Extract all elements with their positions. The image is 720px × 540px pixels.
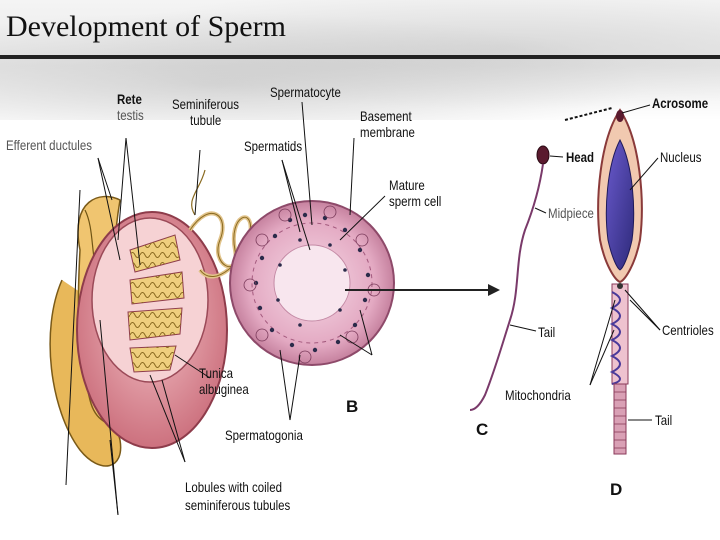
label-basement-membrane-1: Basement xyxy=(360,109,412,124)
figure-letter-c: C xyxy=(476,422,488,437)
label-midpiece: Midpiece xyxy=(548,206,594,221)
label-spermatocyte: Spermatocyte xyxy=(270,85,341,100)
tubule-cross-section xyxy=(230,201,394,365)
label-rete-testis-1: Rete xyxy=(117,92,142,107)
figure-letter-d: D xyxy=(610,482,622,497)
label-mitochondria: Mitochondria xyxy=(505,388,571,403)
label-nucleus: Nucleus xyxy=(660,150,701,165)
label-spermatids: Spermatids xyxy=(244,139,302,154)
leader-lines-c xyxy=(510,156,563,331)
label-tunica-albuginea-2: albuginea xyxy=(199,382,249,397)
label-mature-sperm-1: Mature xyxy=(389,178,425,193)
label-tunica-albuginea-1: Tunica xyxy=(199,366,233,381)
label-basement-membrane-2: membrane xyxy=(360,125,415,140)
label-efferent-ductules: Efferent ductules xyxy=(6,138,92,153)
label-centrioles: Centrioles xyxy=(662,323,714,338)
enlarged-sperm-diagram xyxy=(598,110,642,454)
figure-letter-b: B xyxy=(346,399,358,414)
label-lobules-1: Lobules with coiled xyxy=(185,480,282,495)
label-tail-c: Tail xyxy=(538,325,555,340)
label-tail-d: Tail xyxy=(655,413,672,428)
sperm-cell-diagram xyxy=(470,146,549,410)
testis-illustration xyxy=(50,170,251,466)
label-mature-sperm-2: sperm cell xyxy=(389,194,441,209)
label-seminiferous-tubule-2: tubule xyxy=(190,113,221,128)
label-seminiferous-tubule-1: Seminiferous xyxy=(172,97,239,112)
label-spermatogonia: Spermatogonia xyxy=(225,428,303,443)
label-rete-testis-2: testis xyxy=(117,108,144,123)
label-acrosome: Acrosome xyxy=(652,96,708,111)
label-lobules-2: seminiferous tubules xyxy=(185,498,290,513)
label-head: Head xyxy=(566,150,594,165)
